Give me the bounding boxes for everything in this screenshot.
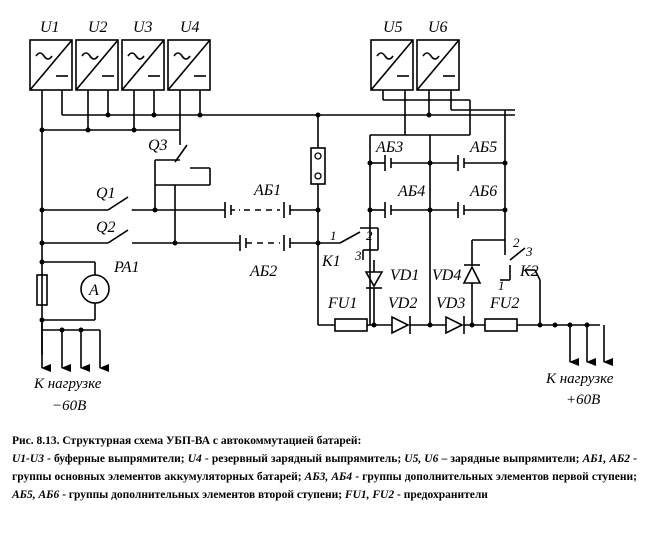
- label-u2: U2: [88, 19, 108, 36]
- label-ab4: АБ4: [397, 183, 425, 200]
- label-u5: U5: [383, 19, 403, 36]
- load-right-line2: +60В: [566, 392, 600, 408]
- caption-text-6: - группы дополнительных элементов второй…: [59, 489, 345, 501]
- label-k2: K2: [519, 263, 539, 280]
- figure-caption: Рис. 8.13. Структурная схема УБП-ВА с ав…: [12, 432, 637, 504]
- label-u4: U4: [180, 19, 200, 36]
- label-u3: U3: [133, 19, 153, 36]
- rectifier-u1: [29, 39, 73, 91]
- caption-name-1: U1-U3: [12, 453, 44, 465]
- label-k1: K1: [321, 253, 341, 270]
- caption-name-2: U4: [187, 453, 202, 465]
- rectifier-u4: [167, 39, 211, 91]
- ammeter-symbol: A: [88, 282, 99, 299]
- label-fu2: FU2: [489, 295, 519, 312]
- contact-k1-1: 1: [330, 228, 337, 243]
- caption-name-3: U5, U6: [404, 453, 439, 465]
- rectifier-u6: [416, 39, 460, 91]
- caption-text-2: - резервный зарядный выпрямитель;: [201, 453, 405, 465]
- load-left-line1: К нагрузке: [33, 376, 102, 392]
- label-q1: Q1: [96, 185, 116, 202]
- label-vd1: VD1: [390, 267, 419, 284]
- label-q2: Q2: [96, 219, 116, 236]
- rectifier-u3: [121, 39, 165, 91]
- label-ab3: АБ3: [375, 139, 403, 156]
- contact-k2-3: 3: [525, 244, 533, 259]
- caption-name-4: АБ1, АБ2: [582, 453, 631, 465]
- caption-name-6: АБ5, АБ6: [12, 489, 60, 501]
- caption-text-4: - группы основных элементов аккумуляторн…: [12, 453, 637, 483]
- label-vd3: VD3: [436, 295, 465, 312]
- label-vd4: VD4: [432, 267, 461, 284]
- label-u1: U1: [40, 19, 60, 36]
- caption-title: Рис. 8.13. Структурная схема УБП-ВА с ав…: [12, 435, 362, 447]
- load-right-line1: К нагрузке: [545, 371, 614, 387]
- caption-text-5: - группы дополнительных элементов первой…: [352, 471, 637, 483]
- contact-k1-2: 2: [366, 228, 373, 243]
- label-ab1: АБ1: [253, 182, 281, 199]
- contact-k1-3: 3: [354, 248, 362, 263]
- load-left-line2: −60В: [52, 398, 86, 414]
- label-ab2: АБ2: [249, 263, 277, 280]
- label-u6: U6: [428, 19, 448, 36]
- label-fu1: FU1: [327, 295, 357, 312]
- label-q3: Q3: [148, 137, 168, 154]
- contact-k2-2: 2: [513, 235, 520, 250]
- rectifier-u2: [75, 39, 119, 91]
- caption-text-3: – зарядные выпрямители;: [438, 453, 583, 465]
- rectifier-u5: [370, 39, 414, 91]
- circuit-diagram: U1 U2 U3 U4 U5 U6 Q3 Q1 Q2 PA1 A АБ1 АБ2…: [29, 19, 614, 414]
- label-vd2: VD2: [388, 295, 417, 312]
- contact-k2-1: 1: [498, 278, 505, 293]
- caption-name-5: АБ3, АБ4: [304, 471, 353, 483]
- caption-text-1: - буферные выпрямители;: [43, 453, 188, 465]
- label-ab5: АБ5: [469, 139, 497, 156]
- label-ab6: АБ6: [469, 183, 497, 200]
- caption-name-7: FU1, FU2: [344, 489, 395, 501]
- junction-dots: [39, 112, 590, 333]
- caption-text-7: - предохранители: [394, 489, 488, 501]
- label-pa1: PA1: [113, 259, 139, 276]
